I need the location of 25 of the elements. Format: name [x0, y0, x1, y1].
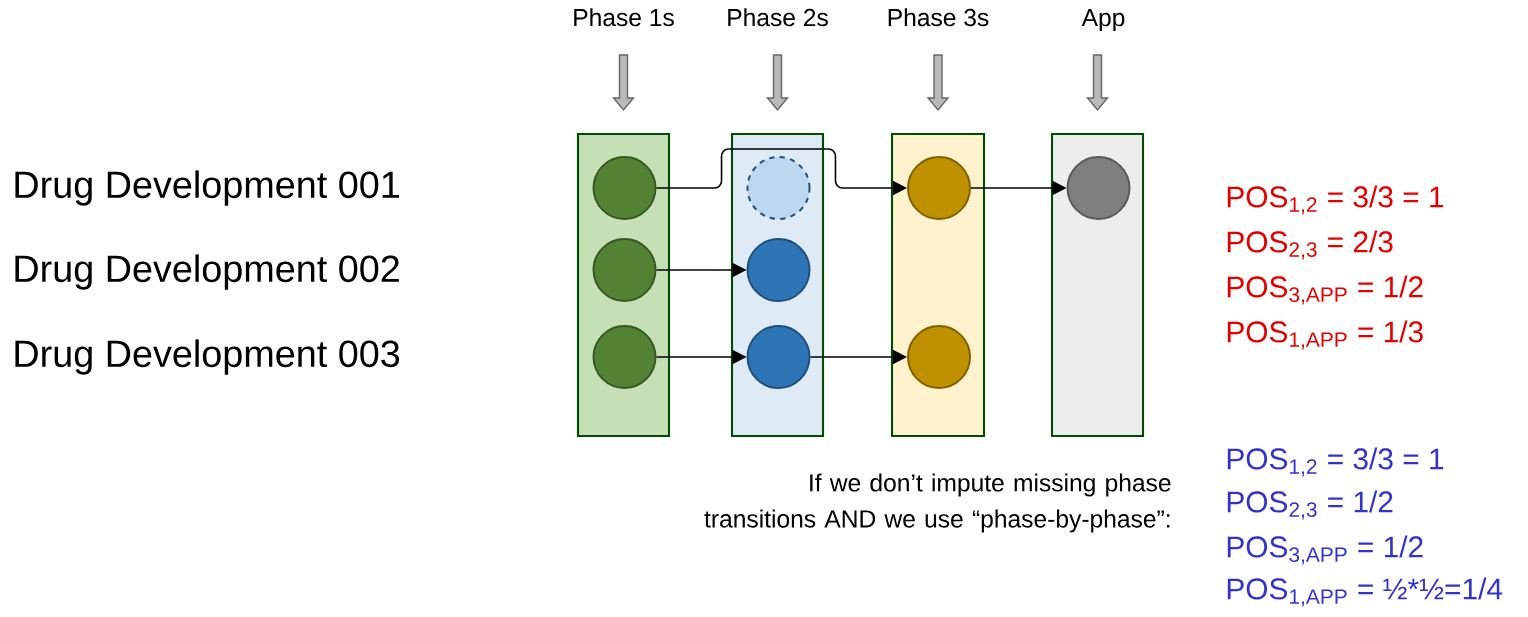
row-label: Drug Development 002: [15, 254, 399, 290]
column-heading: App: [1081, 9, 1125, 32]
circle: [746, 325, 811, 389]
formula-text: POS$_{3,APP}$ = 1/2: [1227, 535, 1423, 565]
column-heading: Phase 3s: [888, 8, 989, 27]
circle: [592, 238, 657, 302]
circle: [592, 325, 657, 389]
circle: [907, 156, 971, 220]
circle: [907, 325, 971, 389]
formula-text: POS$_{3,APP}$ = 1/2: [1227, 275, 1423, 305]
formula-text: POS$_{1,APP}$ = ½*½=1/4: [1227, 577, 1503, 607]
formula-text: POS$_{2,3}$ = 2/3: [1227, 230, 1393, 260]
circle: [1066, 156, 1131, 220]
note-text: If we don’t impute missing phase transitions AND we use “phase-by-phase”:: [704, 473, 1171, 533]
formula-text: POS$_{2,3}$ = 1/2: [1227, 490, 1393, 520]
row-label: Drug Development 001: [15, 170, 399, 206]
formula-text: POS$_{1,APP}$ = 1/3: [1227, 320, 1423, 350]
column-heading: Phase 1s: [574, 8, 674, 27]
row-label: Drug Development 003: [15, 339, 400, 375]
circle: [746, 156, 811, 220]
formula-text: POS$_{1,2}$ = 3/3 = 1: [1227, 447, 1444, 477]
formula-text: POS$_{1,2}$ = 3/3 = 1: [1227, 185, 1444, 215]
circle: [746, 238, 811, 302]
column-heading: Phase 2s: [728, 8, 828, 27]
circle: [592, 156, 657, 220]
